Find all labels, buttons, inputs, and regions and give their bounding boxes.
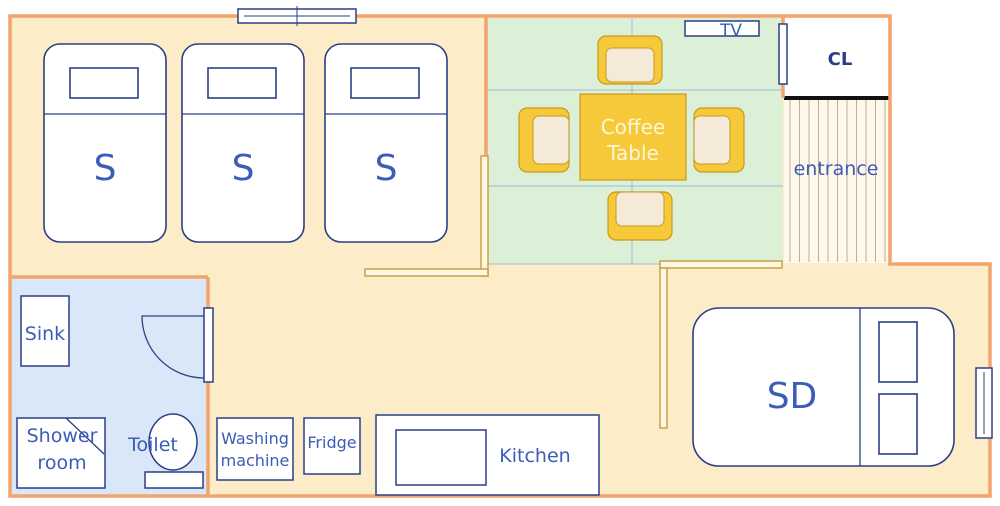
kitchen-label: Kitchen [499,445,570,467]
fridge-label: Fridge [307,433,356,452]
zaisu-chair-left [518,107,570,173]
bed-label: SD [767,376,818,417]
bed-label: S [94,148,117,189]
single-bed-1: S [43,43,167,243]
window-right [975,367,993,439]
coffee-table: Coffee Table [579,93,687,181]
toilet: Toilet [127,413,204,489]
shower-room: Shower room [16,417,106,489]
closet-label: CL [828,49,853,70]
entrance-step-lines [789,100,886,262]
sink: Sink [20,295,70,367]
bathroom-door [141,307,214,383]
zaisu-chair-top [597,35,663,85]
shower-label-2: room [37,452,86,474]
tv-label: TV [719,21,742,41]
coffee-table-label-2: Table [606,141,659,165]
bed-label: S [375,148,398,189]
toilet-label: Toilet [127,434,178,456]
entrance-label: entrance [794,158,879,180]
coffee-table-label-1: Coffee [601,115,666,139]
sink-label: Sink [25,323,65,345]
washing-label-1: Washing [221,429,289,448]
bed-label: S [232,148,255,189]
single-bed-2: S [181,43,305,243]
washing-machine: Washing machine [216,417,294,481]
sliding-partitions [364,155,783,429]
closet-door [778,23,788,85]
zaisu-chair-right [693,107,745,173]
kitchen: Kitchen [375,414,600,496]
entrance-area [784,97,889,263]
shower-label-1: Shower [27,425,98,447]
single-bed-3: S [324,43,448,243]
closet-area [783,18,889,96]
fridge: Fridge [303,417,361,475]
zaisu-chair-bottom [607,191,673,241]
washing-label-2: machine [221,451,290,470]
semi-double-bed: SD [692,307,955,467]
walls [8,14,992,498]
window-top [237,6,357,26]
tv: TV [684,20,760,41]
